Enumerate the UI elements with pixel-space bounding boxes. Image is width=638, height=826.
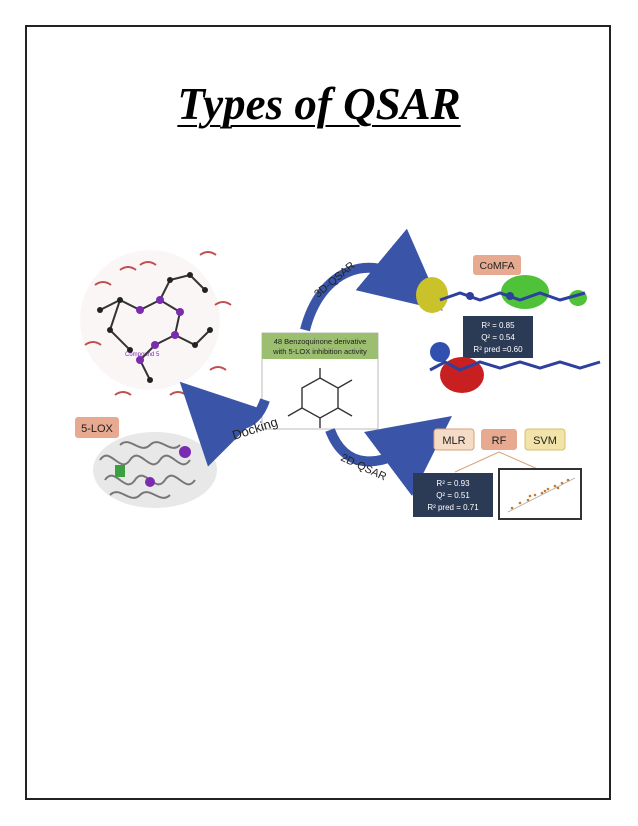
method-boxes: MLR RF SVM	[433, 428, 566, 473]
compound-label: Compound 5	[125, 352, 160, 358]
stats-2d-q2: Q² = 0.51	[436, 491, 470, 500]
arrow-docking	[179, 381, 270, 467]
stats-3d-box: R² = 0.85 Q² = 0.54 R² pred =0.60	[463, 316, 533, 358]
steric-electrostatic-model	[429, 342, 601, 393]
5-lox-label-box: 5-LOX	[75, 417, 119, 438]
method-rf: RF	[492, 435, 507, 447]
stats-2d-box: R² = 0.93 Q² = 0.51 R² pred = 0.71	[413, 473, 493, 517]
comfa-label-box: CoMFA	[473, 255, 521, 275]
arrow-3d-qsar	[300, 228, 443, 332]
stats-3d-r2: R² = 0.85	[481, 321, 515, 330]
5-lox-label: 5-LOX	[81, 423, 113, 435]
stats-2d-r2pred: R² pred = 0.71	[427, 503, 479, 512]
arrow-3d-label: 3D-QSAR	[312, 260, 357, 301]
center-box-line2: with 5-LOX inhibition activity	[272, 347, 367, 356]
center-box-line1: 48 Benzoquinone derivative	[274, 337, 367, 346]
stats-3d-q2: Q² = 0.54	[481, 333, 515, 342]
center-compound-box: 48 Benzoquinone derivative with 5-LOX in…	[261, 332, 379, 430]
scatter-plot-thumbnail	[498, 468, 582, 520]
page-border	[25, 25, 611, 800]
page-title: Types of QSAR	[177, 79, 461, 129]
arrow-2d-qsar	[325, 416, 453, 496]
stats-3d-r2pred: R² pred =0.60	[473, 345, 523, 354]
benzoquinone-structure	[287, 368, 353, 428]
ligand-interaction-diagram: Compound 5	[80, 250, 232, 396]
method-svm: SVM	[533, 435, 557, 447]
comfa-contour-map	[416, 275, 587, 313]
stats-2d-r2: R² = 0.93	[436, 479, 470, 488]
method-mlr: MLR	[442, 435, 465, 447]
comfa-label: CoMFA	[479, 260, 514, 272]
5-lox-protein-structure	[93, 432, 217, 508]
